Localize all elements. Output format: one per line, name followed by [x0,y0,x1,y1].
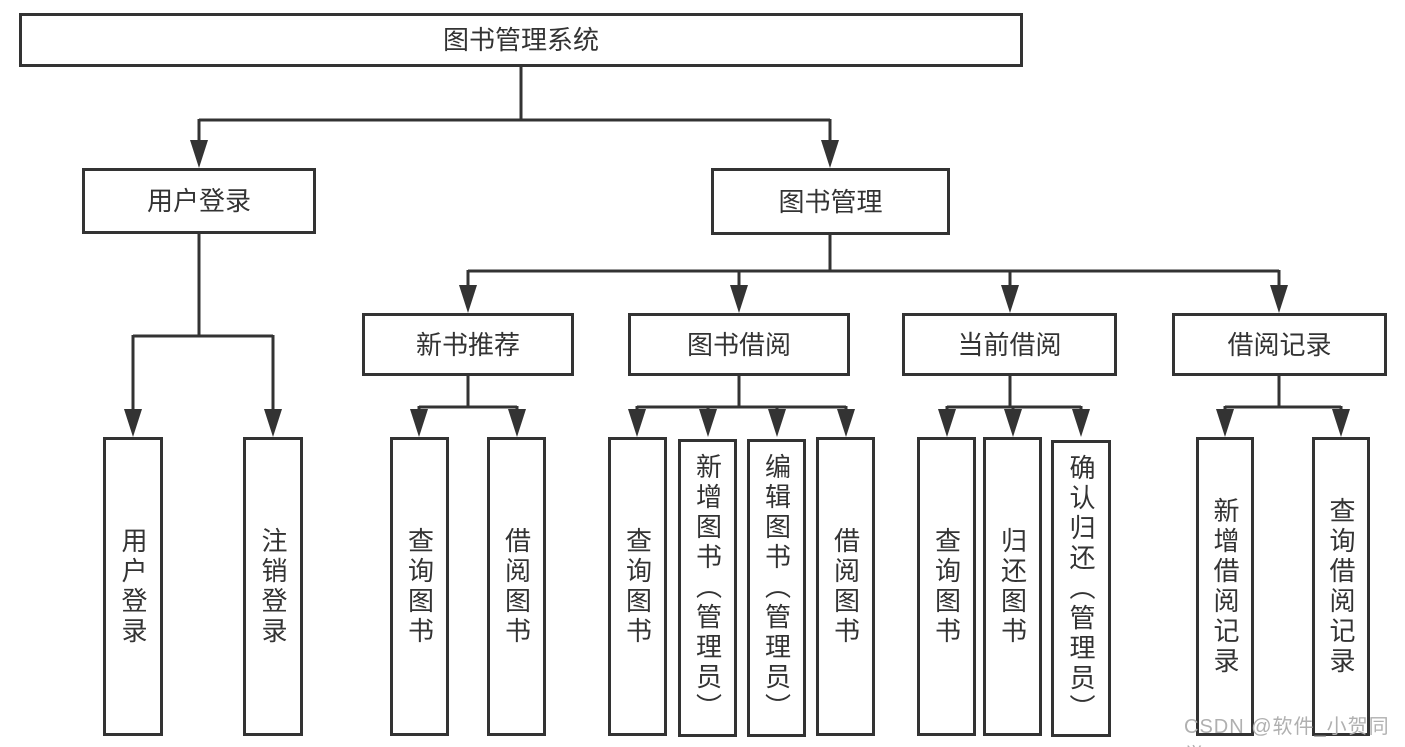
node-label: 新书推荐 [415,329,520,360]
node-label: 查询图书 [622,526,653,647]
leaf-logout: 注销登录 [243,437,303,736]
node-book-borrow: 图书借阅 [628,313,850,376]
leaf-return-books: 归还图书 [983,437,1042,736]
leaf-query-books: 查询图书 [390,437,449,736]
node-label: 图书管理 [778,186,883,217]
node-book-management: 图书管理 [711,168,950,235]
node-label: 图书管理系统 [442,25,599,55]
node-label: 借阅记录 [1227,329,1332,360]
node-current-borrow: 当前借阅 [902,313,1117,376]
arrowheads [124,140,1350,437]
node-new-book-recommend: 新书推荐 [362,313,574,376]
node-label: 查询图书 [404,526,435,647]
node-label: 借阅图书 [501,526,532,647]
node-label: 归还图书 [997,526,1028,647]
leaf-edit-books-admin: 编辑图书（管理员） [747,439,806,737]
leaf-query-borrow-record: 查询借阅记录 [1312,437,1370,736]
csdn-watermark: CSDN @软件_小贺同学 [1184,716,1390,747]
node-label: 用户登录 [146,186,251,216]
leaf-confirm-return-admin: 确认归还（管理员） [1051,440,1111,737]
leaf-borrow-books: 借阅图书 [487,437,546,736]
node-label: 确认归还（管理员） [1066,453,1096,724]
leaf-add-books-admin: 新增图书（管理员） [678,439,737,737]
leaf-query-books: 查询图书 [608,437,667,736]
node-label: 图书借阅 [686,329,791,360]
node-label: 用户登录 [118,526,148,647]
node-label: 查询图书 [931,526,962,647]
node-label: 新增图书（管理员） [692,453,723,723]
node-label: 注销登录 [258,526,288,647]
node-label: 新增借阅记录 [1210,496,1240,677]
leaf-query-books: 查询图书 [917,437,976,736]
leaf-borrow-books: 借阅图书 [816,437,875,736]
node-label: 借阅图书 [830,526,861,647]
node-borrow-records: 借阅记录 [1172,313,1387,376]
node-label: 查询借阅记录 [1326,496,1356,677]
node-user-login: 用户登录 [82,168,316,234]
leaf-add-borrow-record: 新增借阅记录 [1196,437,1254,736]
leaf-user-login: 用户登录 [103,437,163,736]
node-label: 编辑图书（管理员） [761,453,792,723]
node-label: 当前借阅 [957,329,1062,360]
node-library-system-root: 图书管理系统 [19,13,1023,67]
